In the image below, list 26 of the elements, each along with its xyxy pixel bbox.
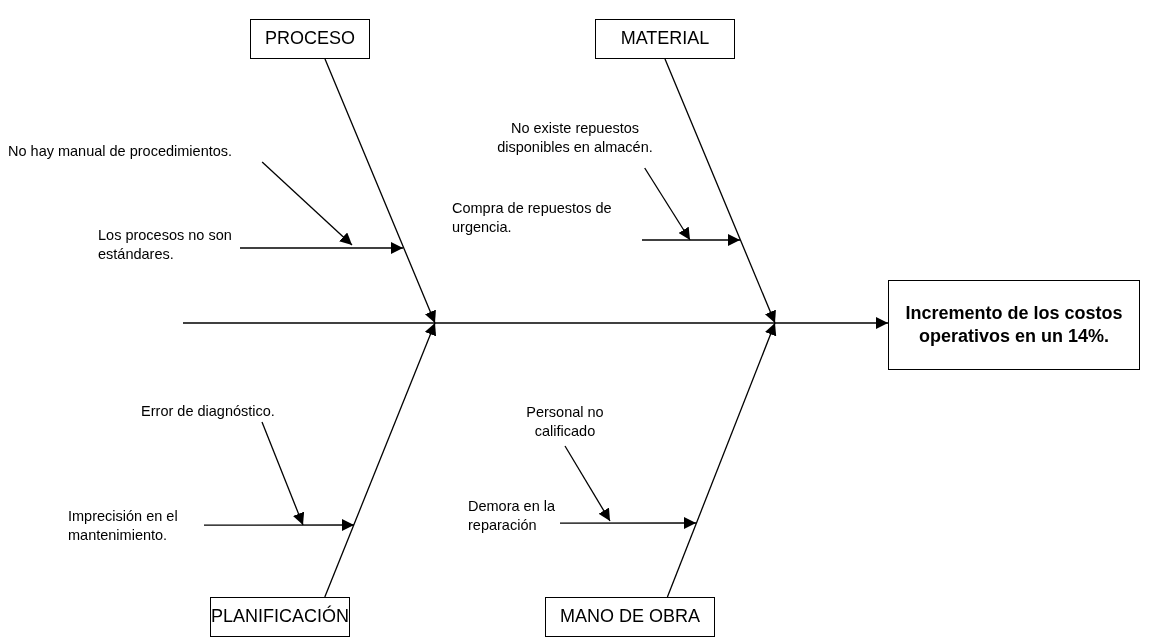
cause-text: No existe repuestos disponibles en almacén. bbox=[490, 108, 660, 168]
category-box: PLANIFICACIÓN bbox=[210, 597, 350, 637]
category-box: PROCESO bbox=[250, 19, 370, 59]
arrow bbox=[324, 58, 436, 324]
category-box: MANO DE OBRA bbox=[545, 597, 715, 637]
cause-text: Los procesos no son estándares. bbox=[98, 220, 240, 270]
arrow bbox=[666, 322, 777, 598]
cause-text: Error de diagnóstico. bbox=[118, 400, 298, 422]
arrow bbox=[261, 421, 305, 526]
arrow bbox=[564, 445, 611, 522]
arrow bbox=[644, 167, 691, 241]
cause-text: Demora en la reparación bbox=[468, 492, 560, 540]
arrow bbox=[182, 317, 889, 329]
arrow bbox=[664, 58, 776, 324]
category-box: MATERIAL bbox=[595, 19, 735, 59]
arrow bbox=[239, 242, 404, 254]
cause-text: No hay manual de procedimientos. bbox=[8, 140, 270, 162]
arrow bbox=[261, 161, 353, 246]
cause-text: Personal no calificado bbox=[495, 398, 635, 446]
arrow bbox=[559, 517, 697, 529]
arrow bbox=[641, 234, 741, 246]
cause-text: Imprecisión en el mantenimiento. bbox=[68, 502, 204, 550]
arrow bbox=[324, 322, 437, 598]
effect-box: Incremento de los costos operativos en un 14%. bbox=[888, 280, 1140, 370]
arrow bbox=[203, 519, 355, 531]
cause-text: Compra de repuestos de urgencia. bbox=[452, 196, 642, 240]
